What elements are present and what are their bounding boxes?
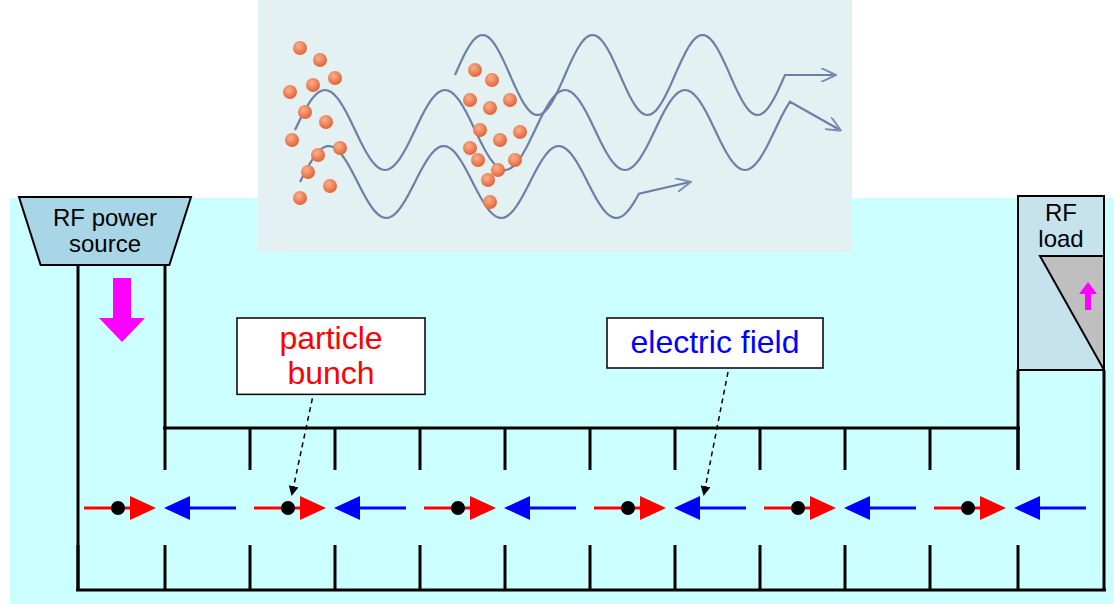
iris: [249, 545, 252, 590]
wave-illustration: [258, 0, 852, 252]
particle-dot: [323, 179, 337, 193]
particle-dot: [313, 53, 327, 67]
node-label: particle bunch: [246, 321, 416, 391]
iris: [674, 428, 677, 470]
particle-bunch-dot: [451, 501, 465, 515]
iris: [759, 545, 762, 590]
bunch-field-row: [84, 496, 1086, 520]
particle-dot: [301, 165, 315, 179]
particle-bunch-dot: [961, 501, 975, 515]
particle-dot: [319, 115, 333, 129]
field-arrowhead: [674, 496, 700, 520]
field-arrow-shaft: [698, 507, 746, 510]
power-flow-arrow: [99, 278, 145, 342]
particle-dot: [306, 78, 320, 92]
iris: [334, 428, 337, 470]
field-arrow-shaft: [528, 507, 576, 510]
particle-bunch-dot: [621, 501, 635, 515]
power-flow-arrow: [1079, 282, 1097, 310]
node-label: RF load: [1022, 200, 1100, 253]
accelerating-structure: [76, 264, 1106, 590]
iris: [929, 428, 932, 470]
bunch-arrowhead: [810, 496, 836, 520]
node-label: RF power source: [42, 205, 168, 258]
particle-bunch-dot: [281, 501, 295, 515]
field-arrow-shaft: [358, 507, 406, 510]
particle-dot: [471, 153, 485, 167]
load-box-outline: [1018, 196, 1104, 370]
node-label: electric field: [631, 325, 800, 360]
particle-dots: [283, 41, 527, 209]
iris: [759, 428, 762, 470]
bunch-arrowhead: [300, 496, 326, 520]
field-arrow-shaft: [188, 507, 236, 510]
particle-dot: [508, 153, 522, 167]
callout-box: electric field: [606, 317, 824, 369]
iris: [419, 545, 422, 590]
particle-dot: [293, 41, 307, 55]
background-panel: [10, 198, 1114, 604]
particle-dot: [298, 105, 312, 119]
iris: [1017, 545, 1020, 590]
iris: [504, 545, 507, 590]
bunch-arrowhead: [130, 496, 156, 520]
particle-dot: [491, 163, 505, 177]
iris: [589, 545, 592, 590]
wave-lines: [295, 35, 840, 218]
iris: [929, 545, 932, 590]
iris: [164, 545, 167, 590]
field-arrowhead: [1014, 496, 1040, 520]
particle-dot: [293, 191, 307, 205]
particle-dot: [333, 141, 347, 155]
iris: [844, 428, 847, 470]
particle-dot: [473, 123, 487, 137]
particle-dot: [468, 63, 482, 77]
particle-dot: [493, 133, 507, 147]
particle-dot: [485, 73, 499, 87]
iris: [164, 428, 167, 470]
particle-dot: [328, 71, 342, 85]
bunch-arrowhead: [640, 496, 666, 520]
rf-source-trapezoid: RF power source: [18, 196, 192, 266]
iris: [504, 428, 507, 470]
particle-dot: [483, 101, 497, 115]
iris: [674, 545, 677, 590]
particle-dot: [285, 133, 299, 147]
particle-bunch-dot: [791, 501, 805, 515]
iris: [589, 428, 592, 470]
iris: [334, 545, 337, 590]
field-arrowhead: [164, 496, 190, 520]
particle-dot: [481, 173, 495, 187]
iris: [419, 428, 422, 470]
field-arrowhead: [504, 496, 530, 520]
field-arrow-shaft: [1038, 507, 1086, 510]
field-arrowhead: [844, 496, 870, 520]
callout-box: particle bunch: [236, 317, 426, 395]
particle-dot: [503, 93, 517, 107]
load-absorber: [1040, 256, 1104, 370]
particle-dot: [513, 125, 527, 139]
leader-line: [704, 372, 728, 494]
particle-dot: [463, 141, 477, 155]
iris: [1017, 428, 1020, 470]
iris: [249, 428, 252, 470]
particle-dot: [483, 195, 497, 209]
field-arrowhead: [334, 496, 360, 520]
particle-bunch-dot: [111, 501, 125, 515]
field-arrow-shaft: [868, 507, 916, 510]
particle-dot: [311, 148, 325, 162]
rf-load-box: RF load: [1018, 196, 1104, 257]
bunch-arrowhead: [980, 496, 1006, 520]
particle-dot: [463, 93, 477, 107]
iris: [844, 545, 847, 590]
bunch-arrowhead: [470, 496, 496, 520]
particle-dot: [283, 85, 297, 99]
iris: [77, 545, 80, 590]
